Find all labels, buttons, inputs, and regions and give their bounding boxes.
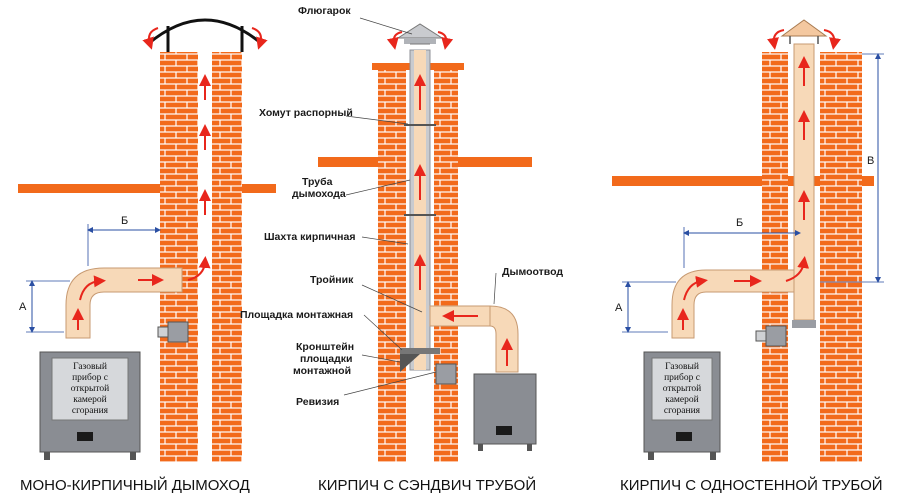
mounting-platform (400, 348, 440, 354)
boiler-window (676, 432, 692, 441)
dimension-a-label: А (615, 302, 623, 314)
cleanout-door (167, 321, 189, 343)
brick-wall-right (212, 52, 242, 462)
flow-arrow (785, 256, 810, 282)
weathervane (396, 23, 444, 39)
chimney-cap (147, 18, 263, 46)
exhaust-arrow-left (767, 29, 785, 50)
boiler-label: камерой (665, 394, 699, 405)
dimension-v-label: В (867, 155, 874, 167)
boiler-label: Газовый (665, 361, 699, 372)
floor-slab (18, 184, 276, 193)
label-bracket: Кронштейн (296, 341, 354, 353)
boiler-label: прибор с (664, 372, 700, 383)
label-pipe: дымохода (292, 188, 346, 200)
brick-wall-left (160, 52, 198, 462)
brick-wall-left (762, 52, 788, 462)
flow-arrow (187, 256, 211, 281)
flow-arrow (79, 275, 106, 301)
label-tee: Тройник (310, 274, 354, 286)
label-weathervane: Флюгарок (298, 5, 351, 17)
caption-mono-brick: МОНО-КИРПИЧНЫЙ ДЫМОХОД (20, 476, 250, 494)
exhaust-arrow-left (386, 31, 403, 50)
smoke-channel-bottom (198, 354, 212, 462)
label-pipe: Труба (302, 176, 333, 188)
exhaust-arrow-right (251, 27, 268, 50)
flue-elbow (489, 305, 519, 373)
brick-wall-right (820, 52, 862, 462)
revision-door (435, 363, 457, 385)
dimension-a-label: А (19, 301, 27, 313)
dimension-b-label: Б (736, 217, 743, 229)
label-revision: Ревизия (296, 396, 339, 408)
flow-arrow (683, 275, 708, 301)
label-shaft: Шахта кирпичная (264, 231, 355, 243)
label-flue-outlet: Дымоотвод (502, 266, 563, 278)
label-clamp: Хомут распорный (259, 107, 353, 119)
diagram-sandwich: Флюгарок Хомут распорный Труба дымохода … (240, 5, 563, 494)
label-bracket: монтажной (293, 365, 351, 377)
cleanout-door (765, 325, 787, 347)
boiler-label: сгорания (664, 406, 701, 416)
exhaust-arrow-right (437, 31, 454, 50)
pipe-cap (780, 19, 828, 37)
boiler-label: сгорания (72, 406, 109, 416)
boiler-label: Газовый (73, 361, 107, 372)
dimension-b-label: Б (121, 215, 128, 227)
boiler-window (77, 432, 93, 441)
boiler-label: открытой (71, 383, 109, 394)
boiler-label: открытой (663, 383, 701, 394)
callout-lines (343, 17, 497, 396)
floor-slab (612, 176, 874, 186)
label-bracket: площадки (300, 353, 353, 365)
label-platform: Площадка монтажная (240, 309, 353, 321)
caption-sandwich: КИРПИЧ С СЭНДВИЧ ТРУБОЙ (318, 476, 536, 494)
caption-single-wall: КИРПИЧ С ОДНОСТЕННОЙ ТРУБОЙ (620, 476, 883, 494)
diagram-single-wall: Газовый прибор с открытой камерой сгоран… (612, 19, 884, 494)
sandwich-pipe-inner (414, 50, 426, 370)
exhaust-arrow-left (142, 27, 159, 50)
exhaust-arrow-right (823, 29, 841, 50)
platform-bracket (400, 354, 420, 372)
boiler-window (496, 426, 512, 435)
boiler-label: камерой (73, 394, 107, 405)
diagram-mono-brick: Газовый прибор с открытой камерой сгоран… (18, 18, 276, 494)
boiler-label: прибор с (72, 372, 108, 383)
